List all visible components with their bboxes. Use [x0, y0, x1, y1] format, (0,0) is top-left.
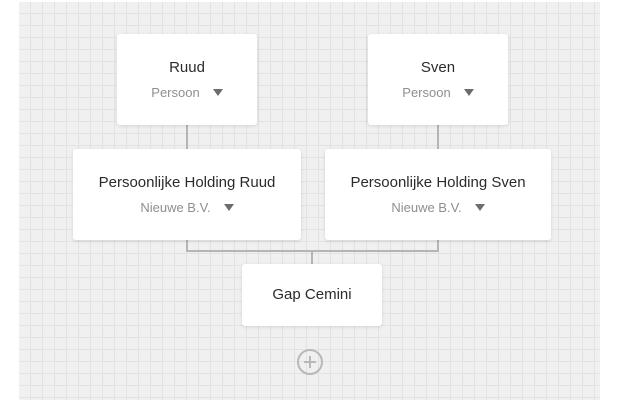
node-title: Persoonlijke Holding Sven [350, 173, 526, 191]
type-label: Nieuwe B.V. [140, 199, 211, 215]
type-dropdown[interactable]: Nieuwe B.V. [140, 199, 234, 216]
node-sven[interactable]: Sven Persoon [368, 34, 508, 125]
node-title: Sven [420, 58, 456, 76]
type-dropdown[interactable]: Persoon [402, 84, 474, 101]
type-label: Nieuwe B.V. [391, 199, 462, 215]
type-label: Persoon [402, 84, 451, 100]
node-gap-cemini[interactable]: Gap Cemini [242, 264, 382, 326]
node-holding-sven[interactable]: Persoonlijke Holding Sven Nieuwe B.V. [325, 149, 551, 240]
plus-circle-icon[interactable] [297, 349, 323, 375]
caret-down-icon[interactable] [463, 89, 474, 96]
node-ruud[interactable]: Ruud Persoon [117, 34, 257, 125]
node-holding-ruud[interactable]: Persoonlijke Holding Ruud Nieuwe B.V. [73, 149, 301, 240]
caret-down-icon[interactable] [223, 204, 234, 211]
type-dropdown[interactable]: Nieuwe B.V. [391, 199, 485, 216]
node-title: Ruud [169, 58, 205, 76]
node-title: Gap Cemini [272, 286, 352, 303]
caret-down-icon[interactable] [212, 89, 223, 96]
caret-down-icon[interactable] [474, 204, 485, 211]
type-label: Persoon [151, 84, 200, 100]
node-title: Persoonlijke Holding Ruud [98, 173, 276, 191]
type-dropdown[interactable]: Persoon [151, 84, 223, 101]
